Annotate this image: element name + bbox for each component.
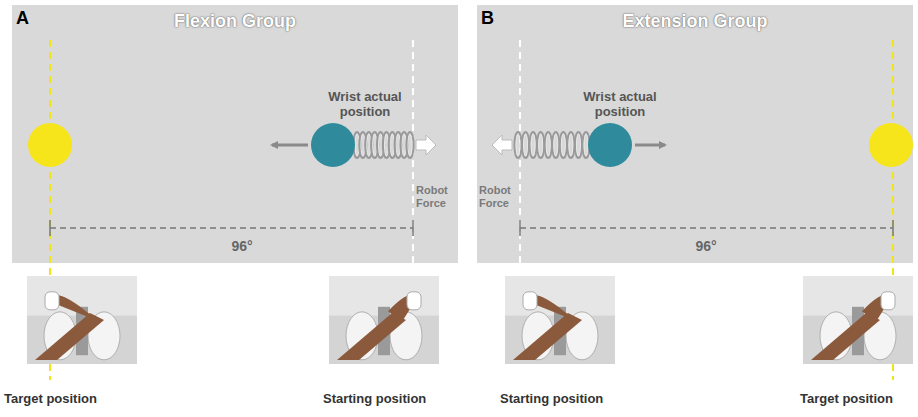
spring-coil	[531, 134, 535, 156]
position-label: Target position	[800, 392, 914, 407]
panel-ground	[477, 5, 913, 263]
spring-coil	[584, 134, 588, 156]
spring-coil	[522, 132, 529, 158]
spring-coil	[539, 134, 543, 156]
range-line	[50, 227, 413, 229]
position-label: Target position	[4, 392, 154, 407]
spring-coil	[537, 132, 544, 158]
range-tick	[519, 220, 521, 236]
spring-coil	[552, 132, 559, 158]
panel-title: Flexion Group	[12, 11, 458, 32]
panel-ground	[12, 5, 458, 263]
spring-coil	[408, 134, 412, 156]
motion-arrow	[635, 144, 665, 147]
wrist-circle	[311, 123, 355, 167]
spring-coil	[530, 132, 537, 158]
target-circle	[869, 123, 913, 167]
spring-coil	[546, 134, 550, 156]
hand-photo	[27, 276, 137, 364]
target-circle	[28, 123, 72, 167]
wrist-label: Wrist actual position	[560, 90, 680, 120]
range-line	[520, 227, 893, 229]
wrist-circle	[588, 123, 632, 167]
spring-coil	[561, 134, 565, 156]
spring	[515, 132, 590, 158]
panel-letter: B	[481, 8, 511, 29]
spring-coil	[575, 132, 582, 158]
angle-label: 96°	[212, 238, 272, 254]
spring-coil	[407, 132, 414, 158]
spring-coil	[560, 132, 567, 158]
position-label: Starting position	[500, 392, 650, 407]
spring-coil	[569, 134, 573, 156]
angle-label: 96°	[676, 238, 736, 254]
spring-coil	[516, 134, 520, 156]
group-panel: Extension Group	[477, 5, 913, 45]
position-label: Starting position	[323, 392, 473, 407]
panel-title: Extension Group	[477, 11, 913, 32]
spring-coil	[545, 132, 552, 158]
range-tick	[892, 220, 894, 236]
panel-letter: A	[16, 8, 46, 29]
spring	[354, 132, 414, 158]
force-label: Robot Force	[479, 184, 519, 209]
range-tick	[49, 220, 51, 236]
hand-photo	[803, 276, 913, 364]
spring-coil	[554, 134, 558, 156]
spring-coil	[567, 132, 574, 158]
force-label: Robot Force	[416, 184, 456, 209]
hand-photo	[505, 276, 615, 364]
spring-coil	[524, 134, 528, 156]
range-tick	[412, 220, 414, 236]
motion-arrow	[272, 144, 308, 147]
wrist-label: Wrist actual position	[305, 90, 425, 120]
force-arrow	[416, 135, 436, 155]
spring-coil	[515, 132, 522, 158]
spring-coil	[576, 134, 580, 156]
group-panel: Flexion Group	[12, 5, 458, 45]
force-arrow	[492, 135, 512, 155]
hand-photo	[329, 276, 439, 364]
